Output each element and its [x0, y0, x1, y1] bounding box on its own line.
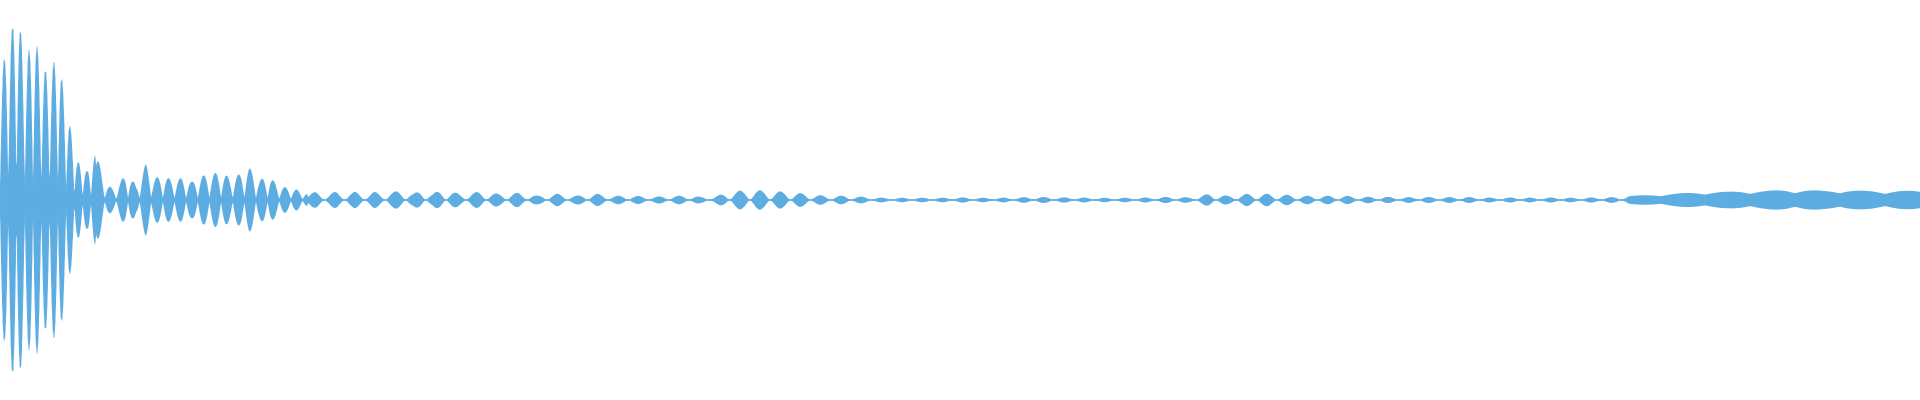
- waveform-svg: [0, 27, 1920, 373]
- waveform-display: [0, 27, 1920, 373]
